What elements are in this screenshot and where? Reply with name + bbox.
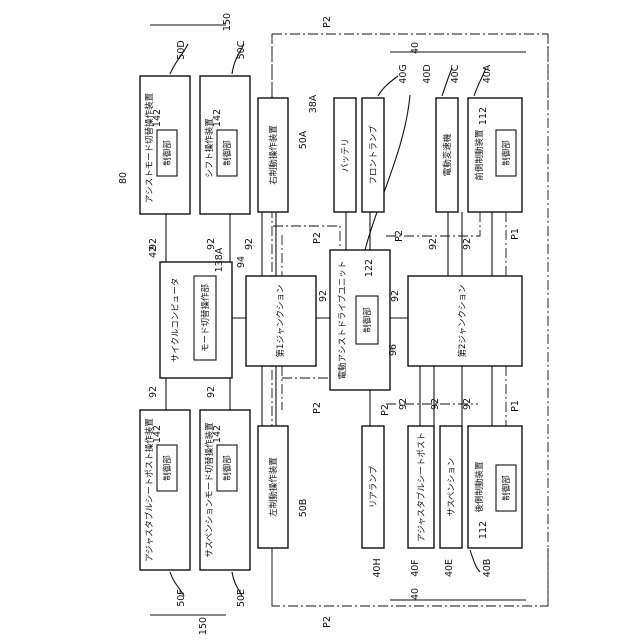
ref-40C: 40C [450,64,461,83]
ref-40-bottom: 40 [410,588,421,600]
ref-50E: 50E [236,589,247,607]
svg-text:右制動操作装置: 右制動操作装置 [268,125,279,185]
ref-38A: 38A [308,94,319,113]
front-brake: 前側制動装置 制御部 [468,98,522,212]
ref-92-b: 92 [206,238,217,250]
rear-brake: 後側制動装置 制御部 [468,426,522,548]
ref-142-d: 142 [212,425,223,443]
ref-94: 94 [236,256,247,268]
ref-92-l: 92 [462,398,473,410]
ref-92-d: 92 [206,386,217,398]
ref-P2-b: P2 [394,230,405,242]
ref-40F: 40F [410,559,421,577]
svg-text:制御部: 制御部 [501,140,512,166]
ref-50F: 50F [176,589,187,607]
electric-derailleur: 電動変速機 [436,98,458,212]
left-brake-device: 左制動操作装置 [258,426,288,548]
svg-text:後側制動装置: 後側制動装置 [474,461,485,513]
suspension: サスペンション [440,426,462,548]
ref-92-h: 92 [428,238,439,250]
svg-text:モード切替操作部: モード切替操作部 [200,284,211,353]
shift-device: シフト操作装置 制御部 [200,76,250,214]
ref-92-f: 92 [318,290,329,302]
ref-92-c: 92 [148,386,159,398]
ref-40D: 40D [422,64,433,83]
svg-text:第1ジャンクション: 第1ジャンクション [275,285,286,358]
ref-142-b: 142 [212,109,223,127]
ref-96: 96 [388,344,399,356]
ref-80: 80 [118,172,129,184]
ref-92-e: 92 [244,238,255,250]
svg-text:前側制動装置: 前側制動装置 [474,129,485,181]
ref-92-a: 92 [148,238,159,250]
svg-text:アジャスタブルシートポスト: アジャスタブルシートポスト [416,432,427,542]
junction-1: 第1ジャンクション [246,276,316,366]
drive-unit: 電動アシストドライブユニット 制御部 [330,250,390,390]
ref-40H: 40H [372,558,383,577]
svg-text:制御部: 制御部 [162,455,173,481]
assist-mode-device: アシストモード切替操作装置 制御部 [140,76,190,214]
cycle-computer: サイクルコンピュータ モード切替操作部 [160,262,232,378]
svg-text:電動変速機: 電動変速機 [442,133,453,176]
ref-P1-bottom: P1 [510,400,521,412]
ref-40A: 40A [482,64,493,83]
ref-150-bottom: 150 [198,617,209,635]
svg-text:制御部: 制御部 [501,475,512,501]
ref-92-k: 92 [430,398,441,410]
svg-text:制御部: 制御部 [162,140,173,166]
ref-150-top: 150 [222,13,233,31]
ref-92-j: 92 [398,398,409,410]
ref-P1-top: P1 [510,228,521,240]
ref-50D: 50D [176,40,187,59]
front-lamp: フロントランプ [362,98,384,212]
svg-text:制御部: 制御部 [362,307,373,333]
svg-text:フロントランプ: フロントランプ [369,125,379,185]
svg-text:電動アシストドライブユニット: 電動アシストドライブユニット [337,261,348,380]
svg-text:リアランプ: リアランプ [369,465,379,508]
rear-lamp: リアランプ [362,426,384,548]
svg-text:サスペンション: サスペンション [447,458,457,517]
svg-text:第2ジャンクション: 第2ジャンクション [457,285,468,358]
ref-40B: 40B [482,559,493,578]
svg-text:左制動操作装置: 左制動操作装置 [268,457,279,517]
right-brake-device: 右制動操作装置 [258,98,288,212]
ref-122: 122 [364,259,375,277]
ref-40G: 40G [398,64,409,83]
svg-text:バッテリ: バッテリ [341,138,351,172]
ref-50A: 50A [298,130,309,149]
battery: バッテリ [334,98,356,212]
suspension-mode-device: サスペンションモード切替操作装置 制御部 [200,410,250,570]
ref-92-i: 92 [462,238,473,250]
junction-2: 第2ジャンクション [408,276,522,366]
ref-P2-c: P2 [312,402,323,414]
ref-112-top: 112 [478,107,489,125]
ref-P2-d: P2 [380,404,391,416]
ref-50B: 50B [298,499,309,518]
ref-142-c: 142 [152,425,163,443]
ref-112-bottom: 112 [478,521,489,539]
adjustable-post: アジャスタブルシートポスト [408,426,434,548]
ref-50C: 50C [236,40,247,59]
svg-text:制御部: 制御部 [222,140,233,166]
svg-text:制御部: 制御部 [222,455,233,481]
ref-P2-top: P2 [322,16,333,28]
ref-P2-bottom: P2 [322,616,333,628]
ref-92-g: 92 [390,290,401,302]
ref-40-top: 40 [410,42,421,54]
svg-text:サイクルコンピュータ: サイクルコンピュータ [171,278,181,362]
ref-40E: 40E [444,559,455,577]
ref-142-a: 142 [152,109,163,127]
adjustable-post-device: アジャスタブルシートポスト操作装置 制御部 [140,410,190,570]
ref-P2-a: P2 [312,232,323,244]
